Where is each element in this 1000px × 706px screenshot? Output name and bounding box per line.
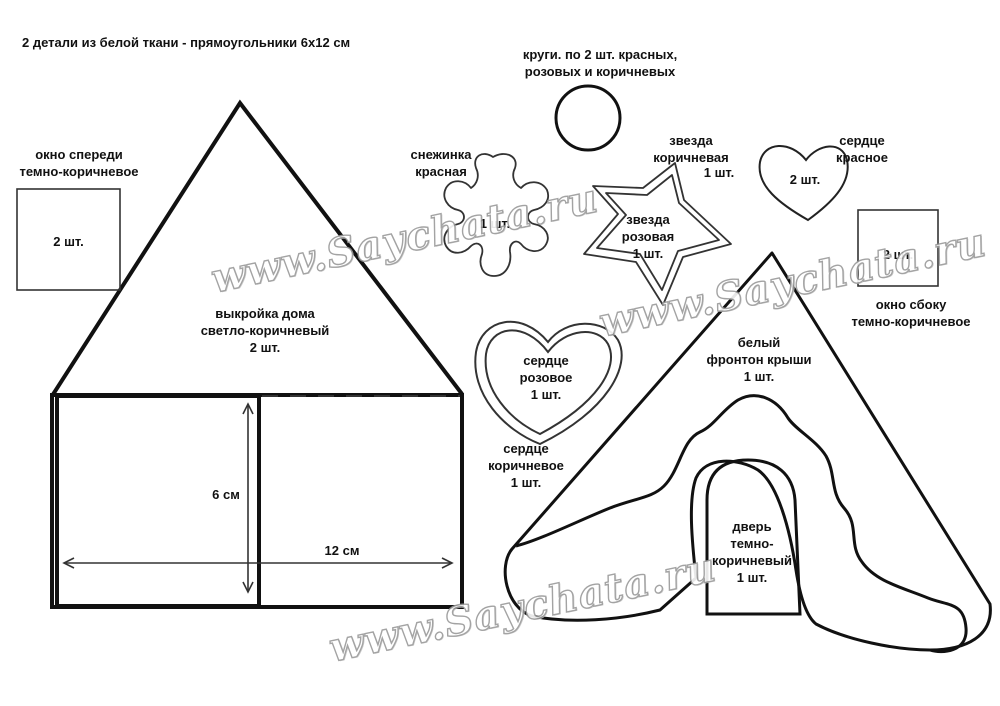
star-shape [583,162,732,306]
dimension-width-label: 12 см [312,542,372,559]
header-note-text: 2 детали из белой ткани - прямоугольники… [22,35,351,50]
snowflake-label-line-1: снежинка [410,147,472,162]
pink-heart-label-line-1: сердце [523,353,569,368]
house-pattern-label-line-1: выкройка дома [215,306,315,321]
side-window-label-line-2: темно-коричневое [851,314,971,329]
door-label-line-3: коричневый [712,553,792,568]
brown-star-label-line-2: коричневая [653,150,729,165]
dimension-height-text: 6 см [212,487,240,502]
front-window-count-text: 2 шт. [53,234,84,249]
house-pattern-label-line-3: 2 шт. [249,340,281,355]
house-pattern-label-line-2: светло-коричневый [200,323,330,338]
door-label-line-4: 1 шт. [736,570,768,585]
brown-heart-label-line-1: сердце [503,441,549,456]
door-label-line-1: дверь [732,519,772,534]
door-label-line-2: темно- [730,536,774,551]
roof-gable-label-line-1: белый [737,335,781,350]
brown-heart-label: сердце коричневое 1 шт. [466,440,586,491]
snowflake-label-line-2: красная [415,164,467,179]
brown-star-label-line-1: звезда [669,133,713,148]
brown-heart-label-line-3: 1 шт. [510,475,542,490]
roof-gable-label: белый фронтон крыши 1 шт. [684,334,834,385]
dimension-height-label: 6 см [206,486,246,503]
side-window-label-line-1: окно сбоку [875,297,947,312]
red-heart-label-line-2: красное [836,150,888,165]
roof-gable-label-line-3: 1 шт. [743,369,775,384]
brown-star-count: 1 шт. [694,164,744,181]
pink-star-label: звезда розовая 1 шт. [608,211,688,262]
red-heart-label: сердце красное [812,132,912,166]
front-window-label-line-1: окно спереди [35,147,123,162]
circles-label-line-2: розовых и коричневых [524,64,676,79]
pink-heart-label-line-2: розовое [519,370,573,385]
front-window-shape [16,188,121,291]
roof-inner-wavy-line [515,394,968,654]
pink-star-label-line-1: звезда [626,212,670,227]
front-window-label: окно спереди темно-коричневое [0,146,158,180]
pink-heart-label: сердце розовое 1 шт. [506,352,586,403]
dimension-height-arrow [242,402,254,594]
brown-star-count-text: 1 шт. [703,165,735,180]
header-note: 2 детали из белой ткани - прямоугольники… [22,34,350,51]
red-heart-count-text: 2 шт. [789,172,821,187]
circles-label: круги. по 2 шт. красных, розовых и корич… [500,46,700,80]
door-shape [705,458,802,616]
red-heart-label-line-1: сердце [839,133,885,148]
pink-star-label-line-3: 1 шт. [632,246,664,261]
side-window-count-text: 2 шт. [882,247,914,262]
door-label: дверь темно- коричневый 1 шт. [700,518,804,586]
front-window-count: 2 шт. [17,233,120,250]
white-fabric-rectangle [55,394,261,608]
brown-heart-label-line-2: коричневое [488,458,564,473]
circles-label-line-1: круги. по 2 шт. красных, [522,47,678,62]
dimension-width-text: 12 см [324,543,360,558]
pink-heart-label-line-3: 1 шт. [530,387,562,402]
side-window-count: 2 шт. [858,246,938,263]
side-window-shape [857,209,939,287]
pink-heart-shape [474,320,623,446]
brown-star-label: звезда коричневая [636,132,746,166]
snowflake-count-text: 1 шт. [479,216,511,231]
house-roof-outline [50,99,464,398]
snowflake-label: снежинка красная [396,146,486,180]
snowflake-count: 1 шт. [470,215,520,232]
red-heart-count: 2 шт. [780,171,830,188]
pink-star-label-line-2: розовая [621,229,675,244]
house-pattern-label: выкройка дома светло-коричневый 2 шт. [180,305,350,356]
dimension-width-arrow [62,557,454,569]
side-window-label: окно сбоку темно-коричневое [836,296,986,330]
roof-gable-label-line-2: фронтон крыши [706,352,812,367]
circle-shape [554,84,622,152]
front-window-label-line-2: темно-коричневое [19,164,139,179]
snowflake-shape [443,153,549,277]
roof-gable-shape [503,251,992,652]
red-heart-shape [758,145,849,222]
